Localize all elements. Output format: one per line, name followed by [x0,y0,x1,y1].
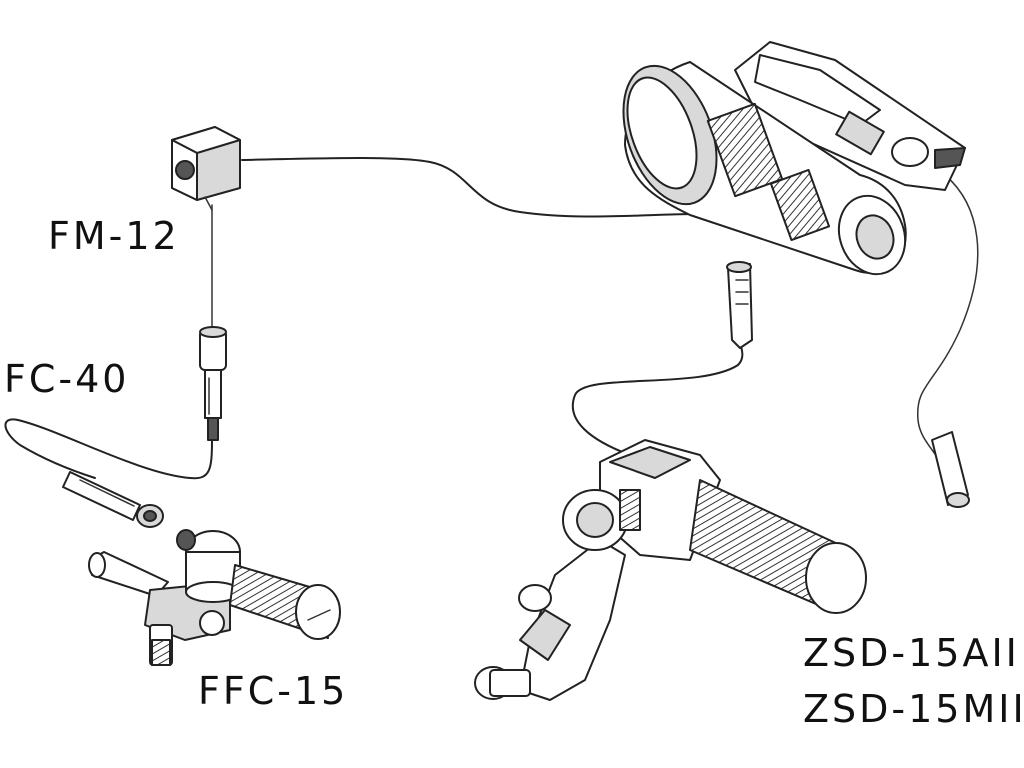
fc40-connector [199,326,227,441]
fm12-unit [171,126,241,211]
cables [4,157,979,480]
label-fc40: FC-40 [4,357,130,401]
camera-lens [622,41,966,276]
cable-fm12-to-lens [241,157,736,218]
cable-fc40-loop [4,418,213,480]
fm12-lens-icon [175,160,195,180]
label-zsd15mii: ZSD-15MII [803,687,1024,731]
ffc15-focus-control [88,529,341,666]
fc40-plug [62,471,164,528]
cable-lens-hanging [916,174,979,471]
label-zsd15aii: ZSD-15AII [803,631,1020,675]
zsd-cable-connector [726,261,753,349]
label-fm12: FM-12 [48,214,180,258]
zsd15-zoom-grip [474,439,867,701]
cable-zsd-to-connector [571,341,744,456]
lens-hanging-plug [931,431,970,508]
label-ffc15: FFC-15 [198,669,349,713]
